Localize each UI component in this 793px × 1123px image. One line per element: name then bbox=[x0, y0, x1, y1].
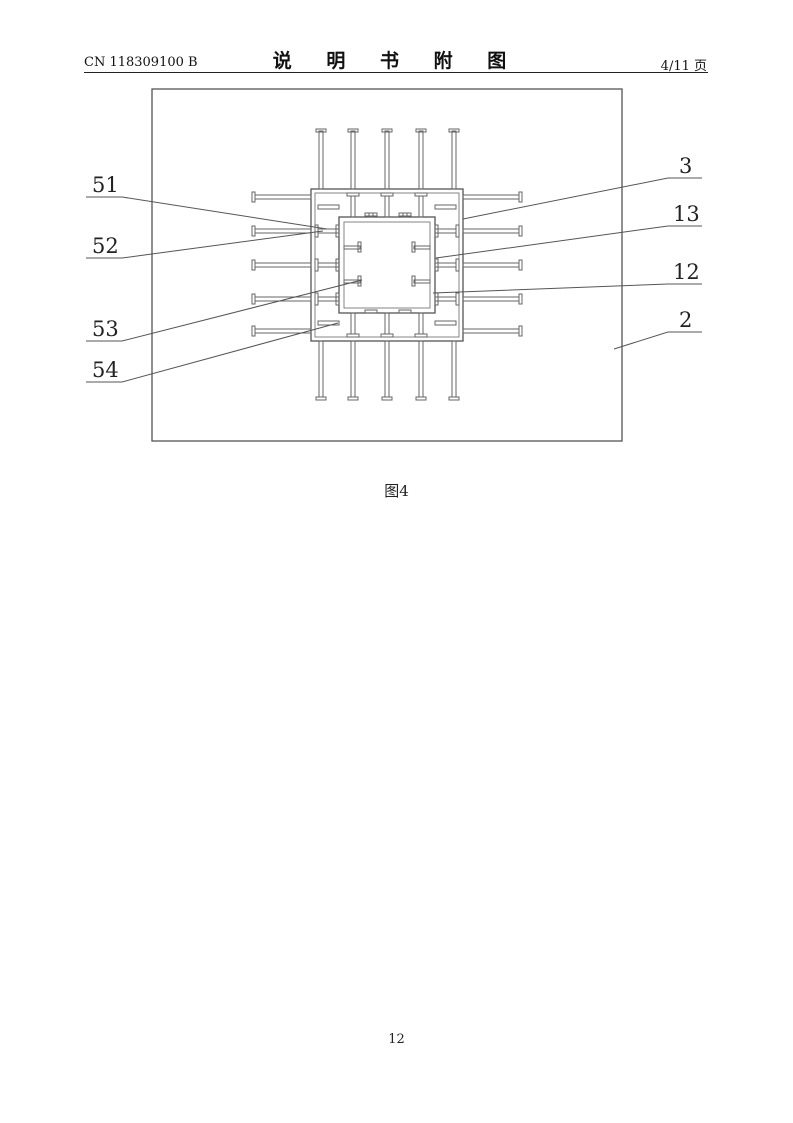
patent-number: CN 118309100 B bbox=[84, 55, 198, 70]
page-number: 12 bbox=[388, 1032, 405, 1047]
inner-rods-left bbox=[314, 204, 362, 326]
page-indicator: 4/11 页 bbox=[660, 59, 707, 74]
horizontal-rods-left bbox=[251, 191, 312, 337]
label-51: 51 bbox=[92, 173, 119, 197]
base-plate bbox=[151, 88, 623, 442]
inner-rods-top bbox=[346, 192, 428, 218]
inner-box-inner-edge bbox=[343, 221, 431, 309]
figure-4-drawing: 51 52 53 54 3 13 12 2 bbox=[86, 88, 702, 442]
leader-lines bbox=[86, 177, 702, 383]
label-2: 2 bbox=[679, 308, 692, 332]
label-53: 53 bbox=[92, 317, 119, 341]
outer-frame-inner-edge bbox=[314, 192, 460, 338]
vertical-rods-bottom bbox=[315, 340, 460, 401]
inner-box bbox=[338, 216, 436, 314]
inner-rods-right bbox=[411, 204, 460, 326]
horizontal-rods-right bbox=[462, 191, 523, 337]
figure-caption: 图4 bbox=[384, 482, 409, 500]
label-13: 13 bbox=[673, 202, 700, 226]
vertical-rods-top bbox=[315, 128, 460, 190]
outer-frame bbox=[310, 188, 464, 342]
label-54: 54 bbox=[92, 358, 119, 382]
inner-rods-bottom bbox=[346, 309, 428, 338]
label-52: 52 bbox=[92, 234, 119, 258]
document-title: 说 明 书 附 图 bbox=[272, 50, 521, 72]
label-3: 3 bbox=[679, 154, 692, 178]
label-12: 12 bbox=[673, 260, 700, 284]
header-rule bbox=[84, 72, 708, 73]
